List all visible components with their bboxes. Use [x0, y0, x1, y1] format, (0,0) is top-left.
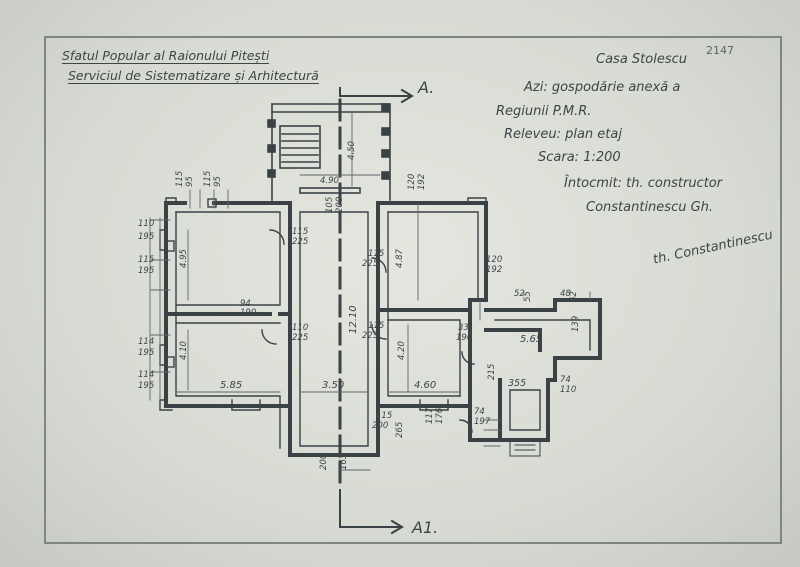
title-line-2: Azi: gospodărie anexă a: [524, 80, 681, 95]
dim-190-a: 190: [240, 308, 256, 318]
dim-120-a: 120: [407, 174, 417, 190]
dim-197: 197: [474, 417, 491, 427]
dim-114-b: 114: [138, 370, 154, 380]
dim-265: 265: [395, 422, 405, 438]
dim-95-a: 95: [185, 176, 195, 187]
dim-74-b: 74: [560, 375, 571, 385]
dim-110: 110: [138, 219, 154, 229]
dim-225-b: 225: [292, 333, 308, 343]
dim-200-c: 200: [319, 454, 329, 470]
dim-74-a: 74: [474, 407, 485, 417]
dim-4-50: 4.50: [347, 141, 357, 160]
dim-195-a: 195: [138, 232, 154, 242]
dim-215: 215: [487, 364, 497, 380]
dim-139: 139: [571, 316, 581, 332]
dim-115-f: 115: [376, 411, 392, 421]
dim-110-b: 110: [292, 323, 308, 333]
dim-115-b: 115: [203, 171, 213, 187]
dim-355: 355: [508, 378, 526, 389]
dim-110-c: 110: [560, 385, 576, 395]
title-line-5: Scara: 1:200: [538, 150, 621, 165]
dim-225-a: 225: [292, 237, 308, 247]
dim-4-20: 4.20: [397, 341, 407, 360]
dim-4-95: 4.95: [179, 249, 189, 268]
dim-195-b: 195: [138, 266, 154, 276]
dim-115-corridor-a: 115: [292, 227, 308, 237]
dim-117: 117: [425, 407, 435, 424]
dim-200-a: 200: [335, 197, 345, 213]
dim-94: 94: [240, 299, 251, 309]
header-line-1: Sfatul Popular al Raionului Pitești: [62, 48, 270, 64]
dim-3-50: 3.50: [322, 380, 344, 391]
title-line-4: Releveu: plan etaj: [504, 127, 622, 142]
dim-176: 176: [435, 407, 445, 424]
dim-115-a: 115: [175, 171, 185, 187]
dim-225-c: 225: [362, 259, 378, 269]
dim-115-d: 115: [368, 249, 384, 259]
dim-195-d: 195: [138, 381, 154, 391]
dim-120-b: 120: [486, 255, 502, 265]
dim-33: 33: [458, 323, 469, 333]
dim-12-10: 12.10: [348, 305, 359, 334]
dim-195-c: 195: [138, 348, 154, 358]
dim-225-d: 225: [362, 331, 378, 341]
title-name: Casa Stolescu: [596, 52, 687, 67]
title-line-3: Regiunii P.M.R.: [496, 104, 592, 119]
dim-4-87: 4.87: [395, 248, 405, 268]
dim-114-a: 114: [138, 337, 154, 347]
header-line-2: Serviciul de Sistematizare și Arhitectur…: [68, 68, 319, 84]
dim-192-a: 192: [417, 174, 427, 190]
dim-105: 105: [325, 197, 335, 213]
drawing-frame: [44, 36, 782, 544]
dim-163: 163: [339, 454, 349, 470]
dim-5-65: 5.65: [520, 334, 542, 345]
dim-4-60: 4.60: [414, 380, 436, 391]
stamp-number: 2147: [706, 44, 734, 57]
dim-115-c: 115: [138, 255, 154, 265]
dim-5-85: 5.85: [220, 380, 242, 391]
section-mark-bottom: A1.: [412, 518, 439, 537]
dim-190-b: 190: [456, 333, 472, 343]
dim-52: 52: [514, 289, 525, 299]
dim-48: 48: [560, 289, 571, 299]
dim-115-e: 115: [368, 321, 384, 331]
dim-55: 55: [523, 291, 533, 302]
dim-200-b: 200: [372, 421, 388, 431]
dim-192-b: 192: [486, 265, 502, 275]
title-line-7: Constantinescu Gh.: [586, 200, 714, 215]
dim-95-b: 95: [213, 176, 223, 187]
dim-4-10: 4.10: [179, 341, 189, 360]
section-mark-top: A.: [418, 78, 435, 97]
dim-62: 62: [569, 291, 579, 302]
dim-4-90: 4.90: [320, 176, 339, 186]
title-line-6: Întocmit: th. constructor: [564, 176, 723, 191]
